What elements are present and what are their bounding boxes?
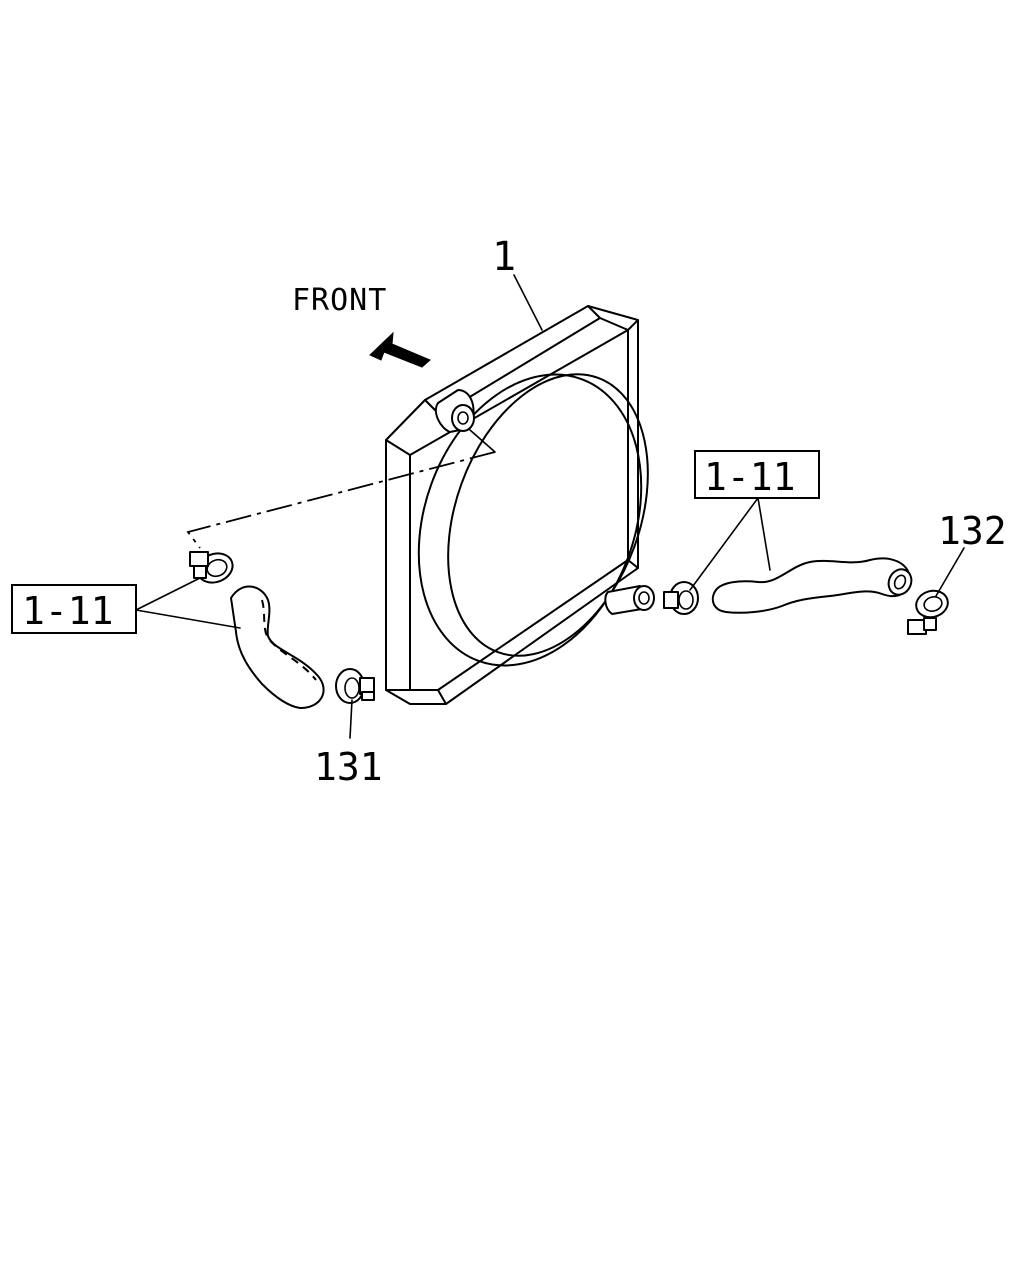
centerline-upper	[186, 451, 496, 549]
leader-hose-right-2	[757, 497, 771, 571]
callout-box-left	[11, 584, 137, 634]
callout-hose-right: 1-11	[704, 455, 796, 499]
upper-inlet-pipe	[434, 389, 475, 433]
radiator	[385, 305, 649, 705]
lower-outlet-pipe	[604, 585, 655, 615]
leader-hose-left	[135, 577, 201, 611]
right-hose	[711, 557, 913, 614]
callout-hose-left: 1-11	[22, 589, 114, 633]
clamp-top-left	[189, 551, 234, 584]
front-label: FRONT	[292, 283, 387, 318]
callout-radiator: 1	[492, 234, 516, 280]
clamp-lower-left	[335, 668, 375, 704]
clamp-right-outer	[907, 589, 949, 635]
front-arrow-icon	[369, 331, 431, 368]
leader-132	[935, 547, 965, 597]
left-hose	[230, 585, 325, 709]
leader-hose-left-2	[135, 609, 241, 629]
callout-131: 131	[314, 745, 383, 789]
clamp-right-inner	[663, 581, 699, 615]
callout-box-right	[694, 450, 820, 499]
callout-132: 132	[938, 509, 1007, 553]
leader-131	[349, 699, 353, 739]
leader-radiator	[513, 274, 543, 331]
leader-hose-right	[689, 497, 759, 591]
